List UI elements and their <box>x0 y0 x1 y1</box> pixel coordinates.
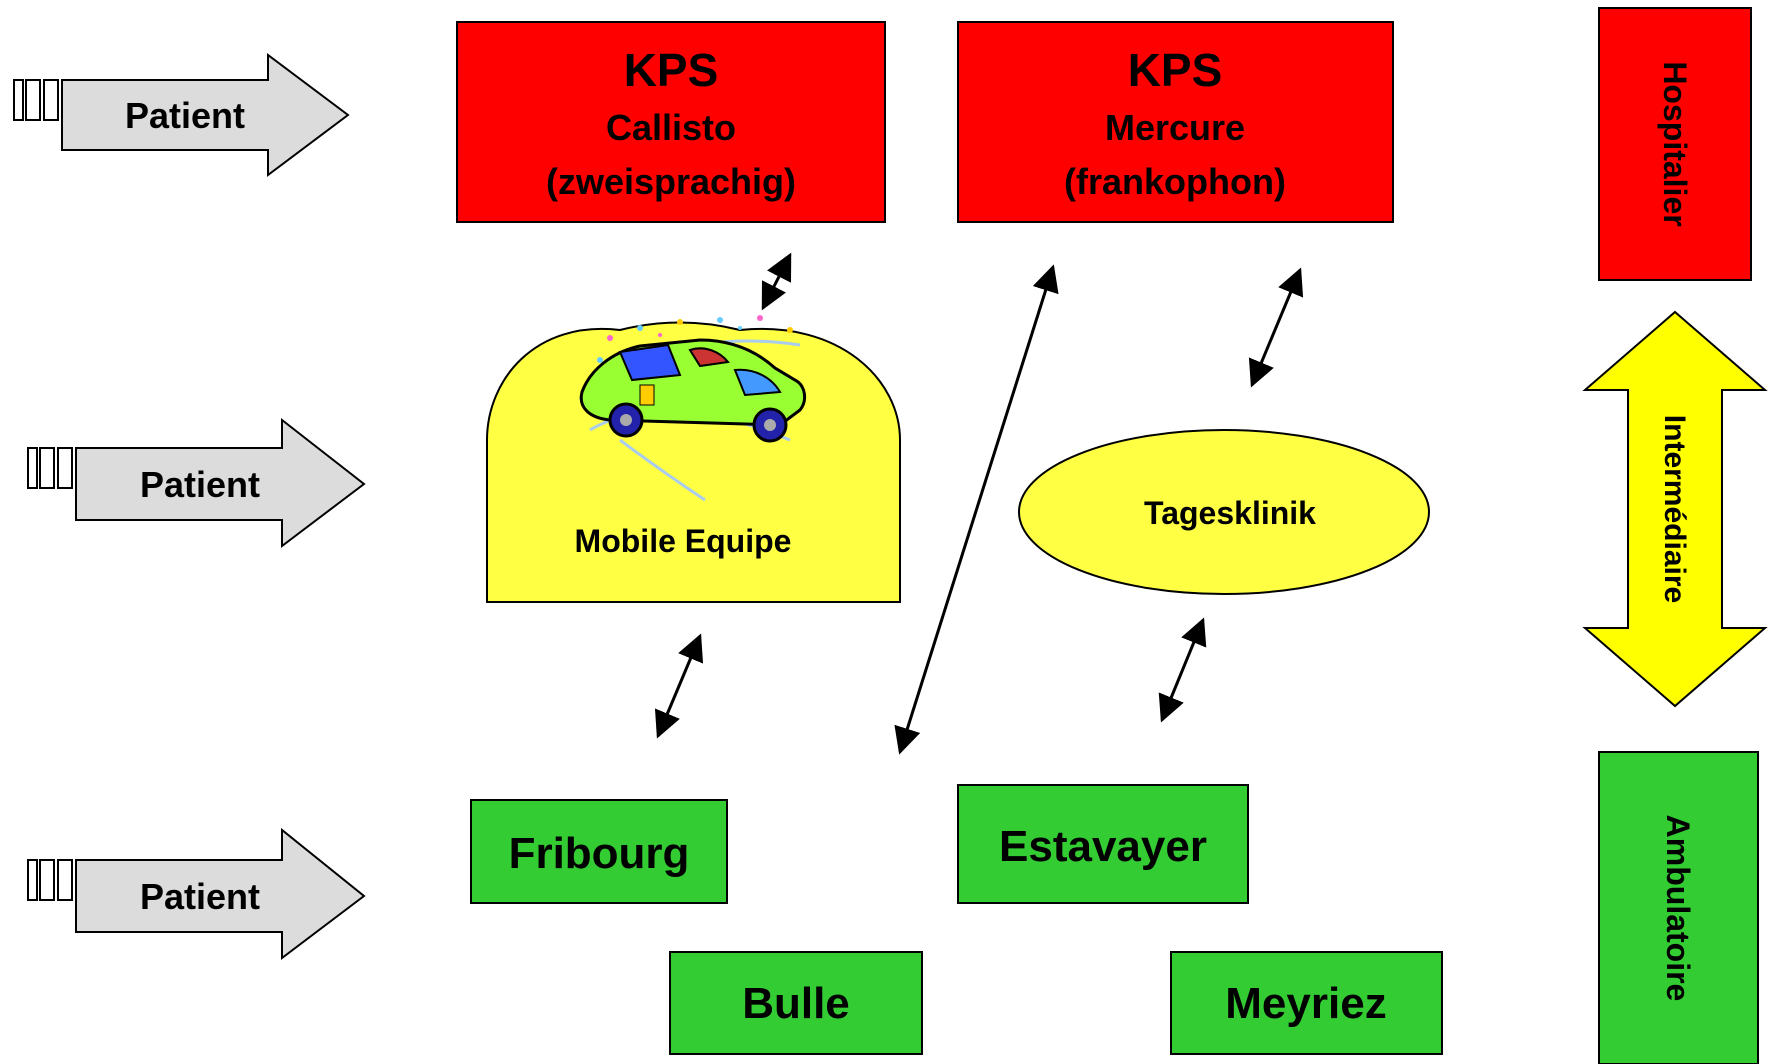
link-tagesklinik-estavayer <box>1158 617 1207 723</box>
patient-arrow-3: Patient <box>27 827 366 961</box>
site-meyriez: Meyriez <box>1170 951 1443 1055</box>
site-bulle-label: Bulle <box>742 979 850 1028</box>
kps-mercure-name: Mercure <box>1105 107 1245 148</box>
site-fribourg: Fribourg <box>470 799 728 904</box>
kps-callisto-title: KPS <box>624 44 719 96</box>
site-meyriez-label: Meyriez <box>1225 979 1386 1028</box>
patient-label-1: Patient <box>125 95 245 136</box>
kps-callisto-name: Callisto <box>606 107 736 148</box>
patient-arrow-1: Patient <box>13 53 350 177</box>
level-intermediaire: Intermédiaire <box>1582 310 1768 708</box>
site-bulle: Bulle <box>669 951 923 1055</box>
level-hospitalier-label: Hospitalier <box>1657 61 1693 226</box>
site-estavayer-label: Estavayer <box>999 822 1207 871</box>
level-intermediaire-label: Intermédiaire <box>1658 415 1691 603</box>
mobile-equipe-label: Mobile Equipe <box>575 523 792 559</box>
link-callisto-mobile <box>761 252 792 311</box>
kps-callisto-note: (zweisprachig) <box>546 161 796 202</box>
kps-mercure-box: KPS Mercure (frankophon) <box>957 21 1394 223</box>
patient-label-3: Patient <box>140 876 260 917</box>
link-mercure-tagesklinik <box>1248 267 1304 388</box>
site-fribourg-label: Fribourg <box>509 829 690 878</box>
kps-callisto-box: KPS Callisto (zweisprachig) <box>456 21 886 223</box>
link-mercure-fribourg <box>894 264 1059 755</box>
link-mobile-fribourg <box>654 633 704 739</box>
level-ambulatoire-label: Ambulatoire <box>1660 815 1696 1002</box>
level-ambulatoire: Ambulatoire <box>1598 751 1759 1064</box>
kps-mercure-note: (frankophon) <box>1064 161 1286 202</box>
site-estavayer: Estavayer <box>957 784 1249 904</box>
level-hospitalier: Hospitalier <box>1598 7 1752 281</box>
tagesklinik-label: Tagesklinik <box>1144 495 1316 531</box>
patient-arrow-2: Patient <box>27 417 366 549</box>
kps-mercure-title: KPS <box>1128 44 1223 96</box>
car-icon <box>578 315 807 502</box>
patient-label-2: Patient <box>140 464 260 505</box>
tagesklinik-shape: Tagesklinik <box>1018 429 1430 595</box>
